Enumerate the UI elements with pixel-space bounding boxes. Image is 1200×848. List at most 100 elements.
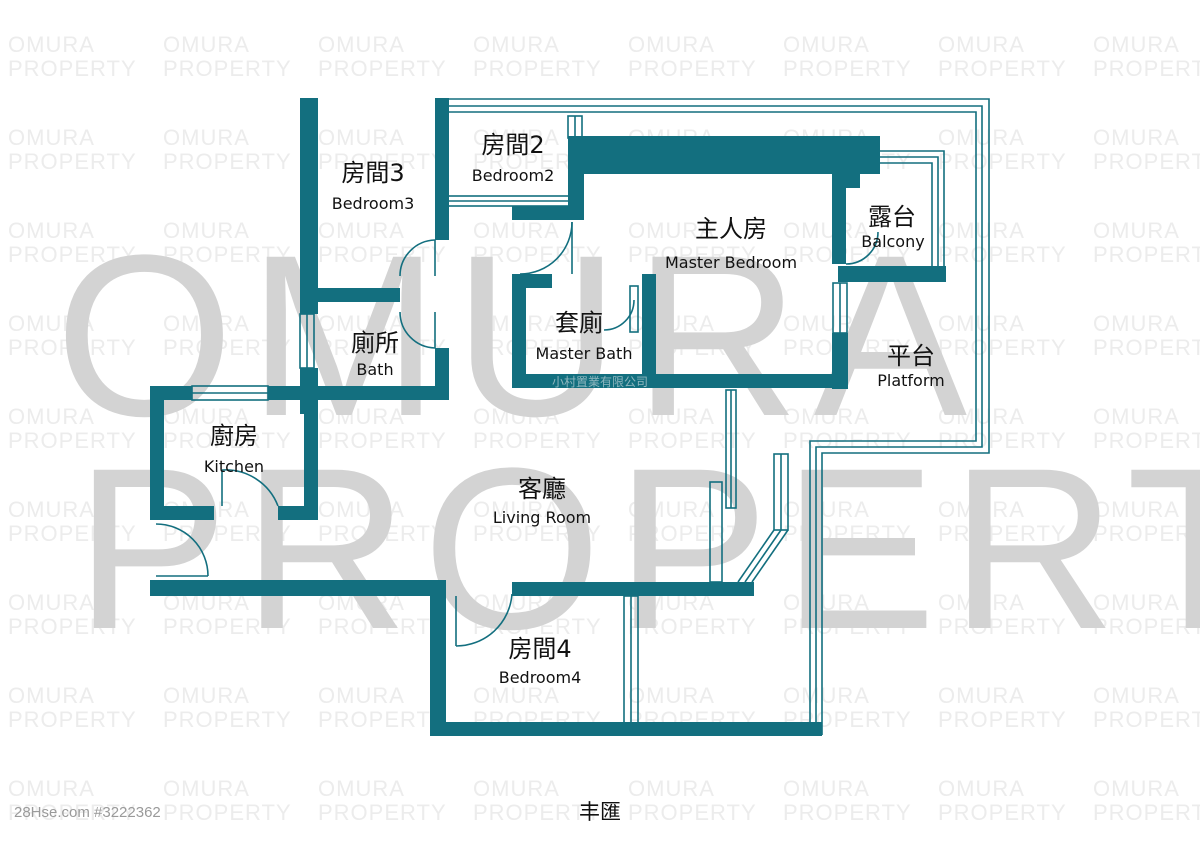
watermark-tile-line2: PROPERTY: [1093, 56, 1200, 81]
watermark-tile-line2: PROPERTY: [318, 707, 447, 732]
room-labels: 房間3 Bedroom3 房間2 Bedroom2 主人房 Master Bed…: [204, 131, 945, 687]
watermark-tile-line1: OMURA: [8, 497, 95, 522]
bedroom3-label-en: Bedroom3: [332, 194, 415, 213]
watermark-tile-line1: OMURA: [628, 218, 715, 243]
watermark-tile-line1: OMURA: [318, 311, 405, 336]
watermark-tile-line1: OMURA: [163, 683, 250, 708]
watermark-tile-line2: PROPERTY: [783, 800, 912, 825]
watermark-tile-line1: OMURA: [938, 125, 1025, 150]
balcony-label-en: Balcony: [861, 232, 924, 251]
watermark-tile-line1: OMURA: [1093, 404, 1180, 429]
watermark-tile-line2: PROPERTY: [8, 335, 137, 360]
watermark-tile-line2: PROPERTY: [628, 428, 757, 453]
watermark-tile-line2: PROPERTY: [318, 614, 447, 639]
watermark-tile-line2: PROPERTY: [938, 614, 1067, 639]
watermark-tile-line1: OMURA: [1093, 125, 1180, 150]
watermark-tile-line2: PROPERTY: [318, 428, 447, 453]
watermark-tile-line1: OMURA: [473, 683, 560, 708]
watermark-tile-line2: PROPERTY: [1093, 614, 1200, 639]
watermark-tile-line2: PROPERTY: [473, 614, 602, 639]
watermark-tile-line1: OMURA: [1093, 590, 1180, 615]
watermark-tile-line1: OMURA: [1093, 683, 1180, 708]
watermark-tile-line2: PROPERTY: [318, 800, 447, 825]
watermark-tile-line2: PROPERTY: [8, 56, 137, 81]
watermark-tile-line1: OMURA: [318, 683, 405, 708]
watermark-tile-line1: OMURA: [783, 218, 870, 243]
watermark-big-line1: OMURA: [55, 207, 981, 464]
watermark-tile-line1: OMURA: [783, 776, 870, 801]
watermark-tile-line1: OMURA: [783, 404, 870, 429]
watermark-tile-line2: PROPERTY: [163, 335, 292, 360]
watermark-tile-line1: OMURA: [628, 32, 715, 57]
watermark-tile-line2: PROPERTY: [783, 521, 912, 546]
watermark-tile-line2: PROPERTY: [783, 614, 912, 639]
watermark-tile-line2: PROPERTY: [473, 428, 602, 453]
watermark-tile-line2: PROPERTY: [163, 521, 292, 546]
watermark-tile-line1: OMURA: [783, 590, 870, 615]
watermark-tile-line1: OMURA: [938, 404, 1025, 429]
watermark-tile-line2: PROPERTY: [163, 614, 292, 639]
watermark-tile-line1: OMURA: [473, 32, 560, 57]
watermark-tile-line1: OMURA: [783, 497, 870, 522]
watermark-tile-line1: OMURA: [938, 311, 1025, 336]
watermark-tile-line1: OMURA: [8, 404, 95, 429]
doors: [155, 221, 879, 647]
watermark-tile-line2: PROPERTY: [473, 521, 602, 546]
watermark-tile-line2: PROPERTY: [163, 56, 292, 81]
watermark-tile-line1: OMURA: [473, 218, 560, 243]
watermark-tile-line1: OMURA: [783, 32, 870, 57]
watermark-tile-line1: OMURA: [163, 32, 250, 57]
master-bedroom-label-zh: 主人房: [695, 215, 767, 243]
bath-label-en: Bath: [356, 360, 393, 379]
watermark-tile-line2: PROPERTY: [473, 800, 602, 825]
platform-label-zh: 平台: [887, 342, 935, 370]
watermark-tile-line2: PROPERTY: [8, 521, 137, 546]
watermark-tile-line1: OMURA: [318, 497, 405, 522]
watermark-tile-line2: PROPERTY: [938, 242, 1067, 267]
watermark-tile-line2: PROPERTY: [1093, 800, 1200, 825]
watermark-tile-line2: PROPERTY: [163, 149, 292, 174]
watermark-tile-line1: OMURA: [473, 125, 560, 150]
watermark-tile-line2: PROPERTY: [8, 149, 137, 174]
watermark-tile-line2: PROPERTY: [1093, 428, 1200, 453]
watermark-tile-line1: OMURA: [473, 497, 560, 522]
watermark-tile-line1: OMURA: [163, 125, 250, 150]
watermark-tile-line2: PROPERTY: [8, 614, 137, 639]
watermark-tile-line2: PROPERTY: [473, 242, 602, 267]
watermark-tile-line1: OMURA: [318, 218, 405, 243]
kitchen-label-zh: 廚房: [210, 422, 258, 450]
watermark-tile-line1: OMURA: [318, 125, 405, 150]
watermark-tile-line1: OMURA: [628, 497, 715, 522]
watermark-tile-line2: PROPERTY: [1093, 707, 1200, 732]
watermark-tile-line1: OMURA: [938, 776, 1025, 801]
watermark-tile-line1: OMURA: [8, 683, 95, 708]
bedroom2-label-en: Bedroom2: [472, 166, 555, 185]
watermark-tile-line2: PROPERTY: [1093, 335, 1200, 360]
watermark-tile-line1: OMURA: [938, 32, 1025, 57]
watermark-tile-line1: OMURA: [8, 218, 95, 243]
watermark-tile-line2: PROPERTY: [628, 800, 757, 825]
watermark-tile-line2: PROPERTY: [1093, 521, 1200, 546]
watermark-tile-line2: PROPERTY: [628, 521, 757, 546]
bath-label-zh: 廁所: [351, 329, 399, 357]
master-bedroom-label-en: Master Bedroom: [665, 253, 797, 272]
watermark-tile-line2: PROPERTY: [8, 800, 137, 825]
watermark-tile-line1: OMURA: [8, 590, 95, 615]
watermark-tile-line1: OMURA: [783, 683, 870, 708]
watermark-tile-line2: PROPERTY: [938, 707, 1067, 732]
watermark-tile-line1: OMURA: [1093, 311, 1180, 336]
watermark-tile-line1: OMURA: [938, 218, 1025, 243]
watermark-tile-line1: OMURA: [8, 32, 95, 57]
walls: [150, 98, 946, 736]
watermark-tile-line2: PROPERTY: [938, 521, 1067, 546]
watermark-tile-line2: PROPERTY: [473, 56, 602, 81]
watermark-tile-line1: OMURA: [938, 683, 1025, 708]
watermark-tile-line2: PROPERTY: [783, 56, 912, 81]
balcony-label-zh: 露台: [868, 203, 916, 231]
watermark-tile-line2: PROPERTY: [318, 521, 447, 546]
living-room-label-zh: 客廳: [518, 475, 566, 503]
watermark-tile-line1: OMURA: [628, 683, 715, 708]
watermark-tile-line2: PROPERTY: [938, 56, 1067, 81]
watermark-tile-line1: OMURA: [163, 776, 250, 801]
